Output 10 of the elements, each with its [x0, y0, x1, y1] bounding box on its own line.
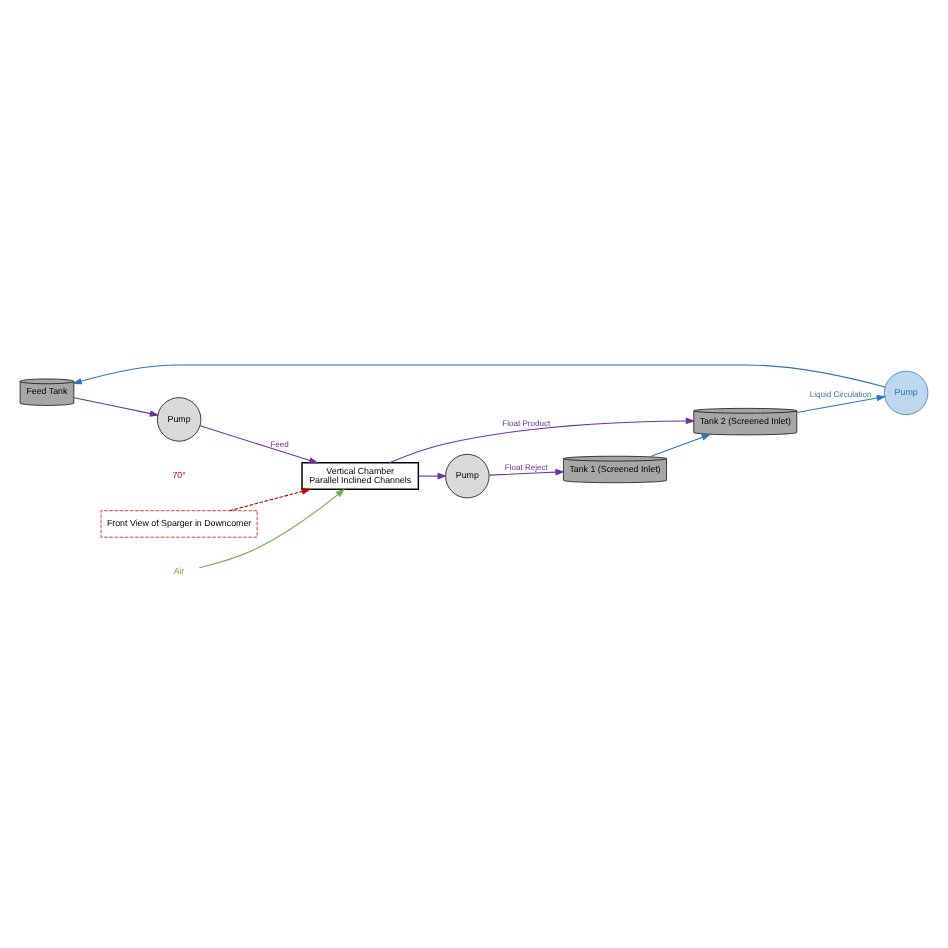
- arrow: [229, 487, 312, 511]
- arrow: [488, 467, 565, 475]
- arrow: [796, 393, 887, 412]
- arrow: [199, 424, 319, 463]
- arrow: [73, 396, 160, 416]
- arrow: [72, 363, 886, 387]
- arrow: [417, 471, 448, 479]
- arrow: [388, 416, 696, 463]
- arrow: [198, 487, 346, 568]
- arrow: [650, 433, 712, 457]
